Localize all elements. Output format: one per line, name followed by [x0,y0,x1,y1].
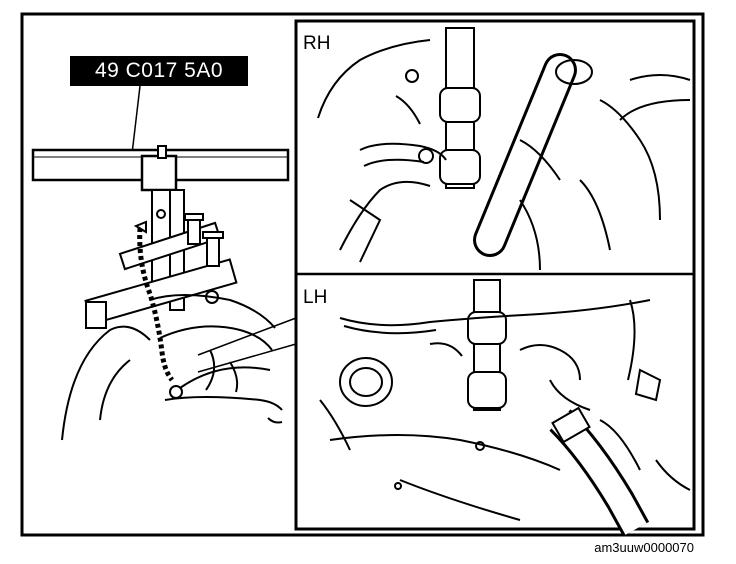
lh-panel-label: LH [303,287,328,308]
rh-panel-illustration [317,27,691,271]
outer-border [20,12,705,537]
rh-panel-label: RH [303,33,331,54]
lh-panel-illustration [319,279,691,537]
figure-id: am3uuw0000070 [594,540,694,555]
engine-support-tool-illustration [31,85,297,441]
tool-part-number-label: 49 C017 5A0 [70,56,248,86]
